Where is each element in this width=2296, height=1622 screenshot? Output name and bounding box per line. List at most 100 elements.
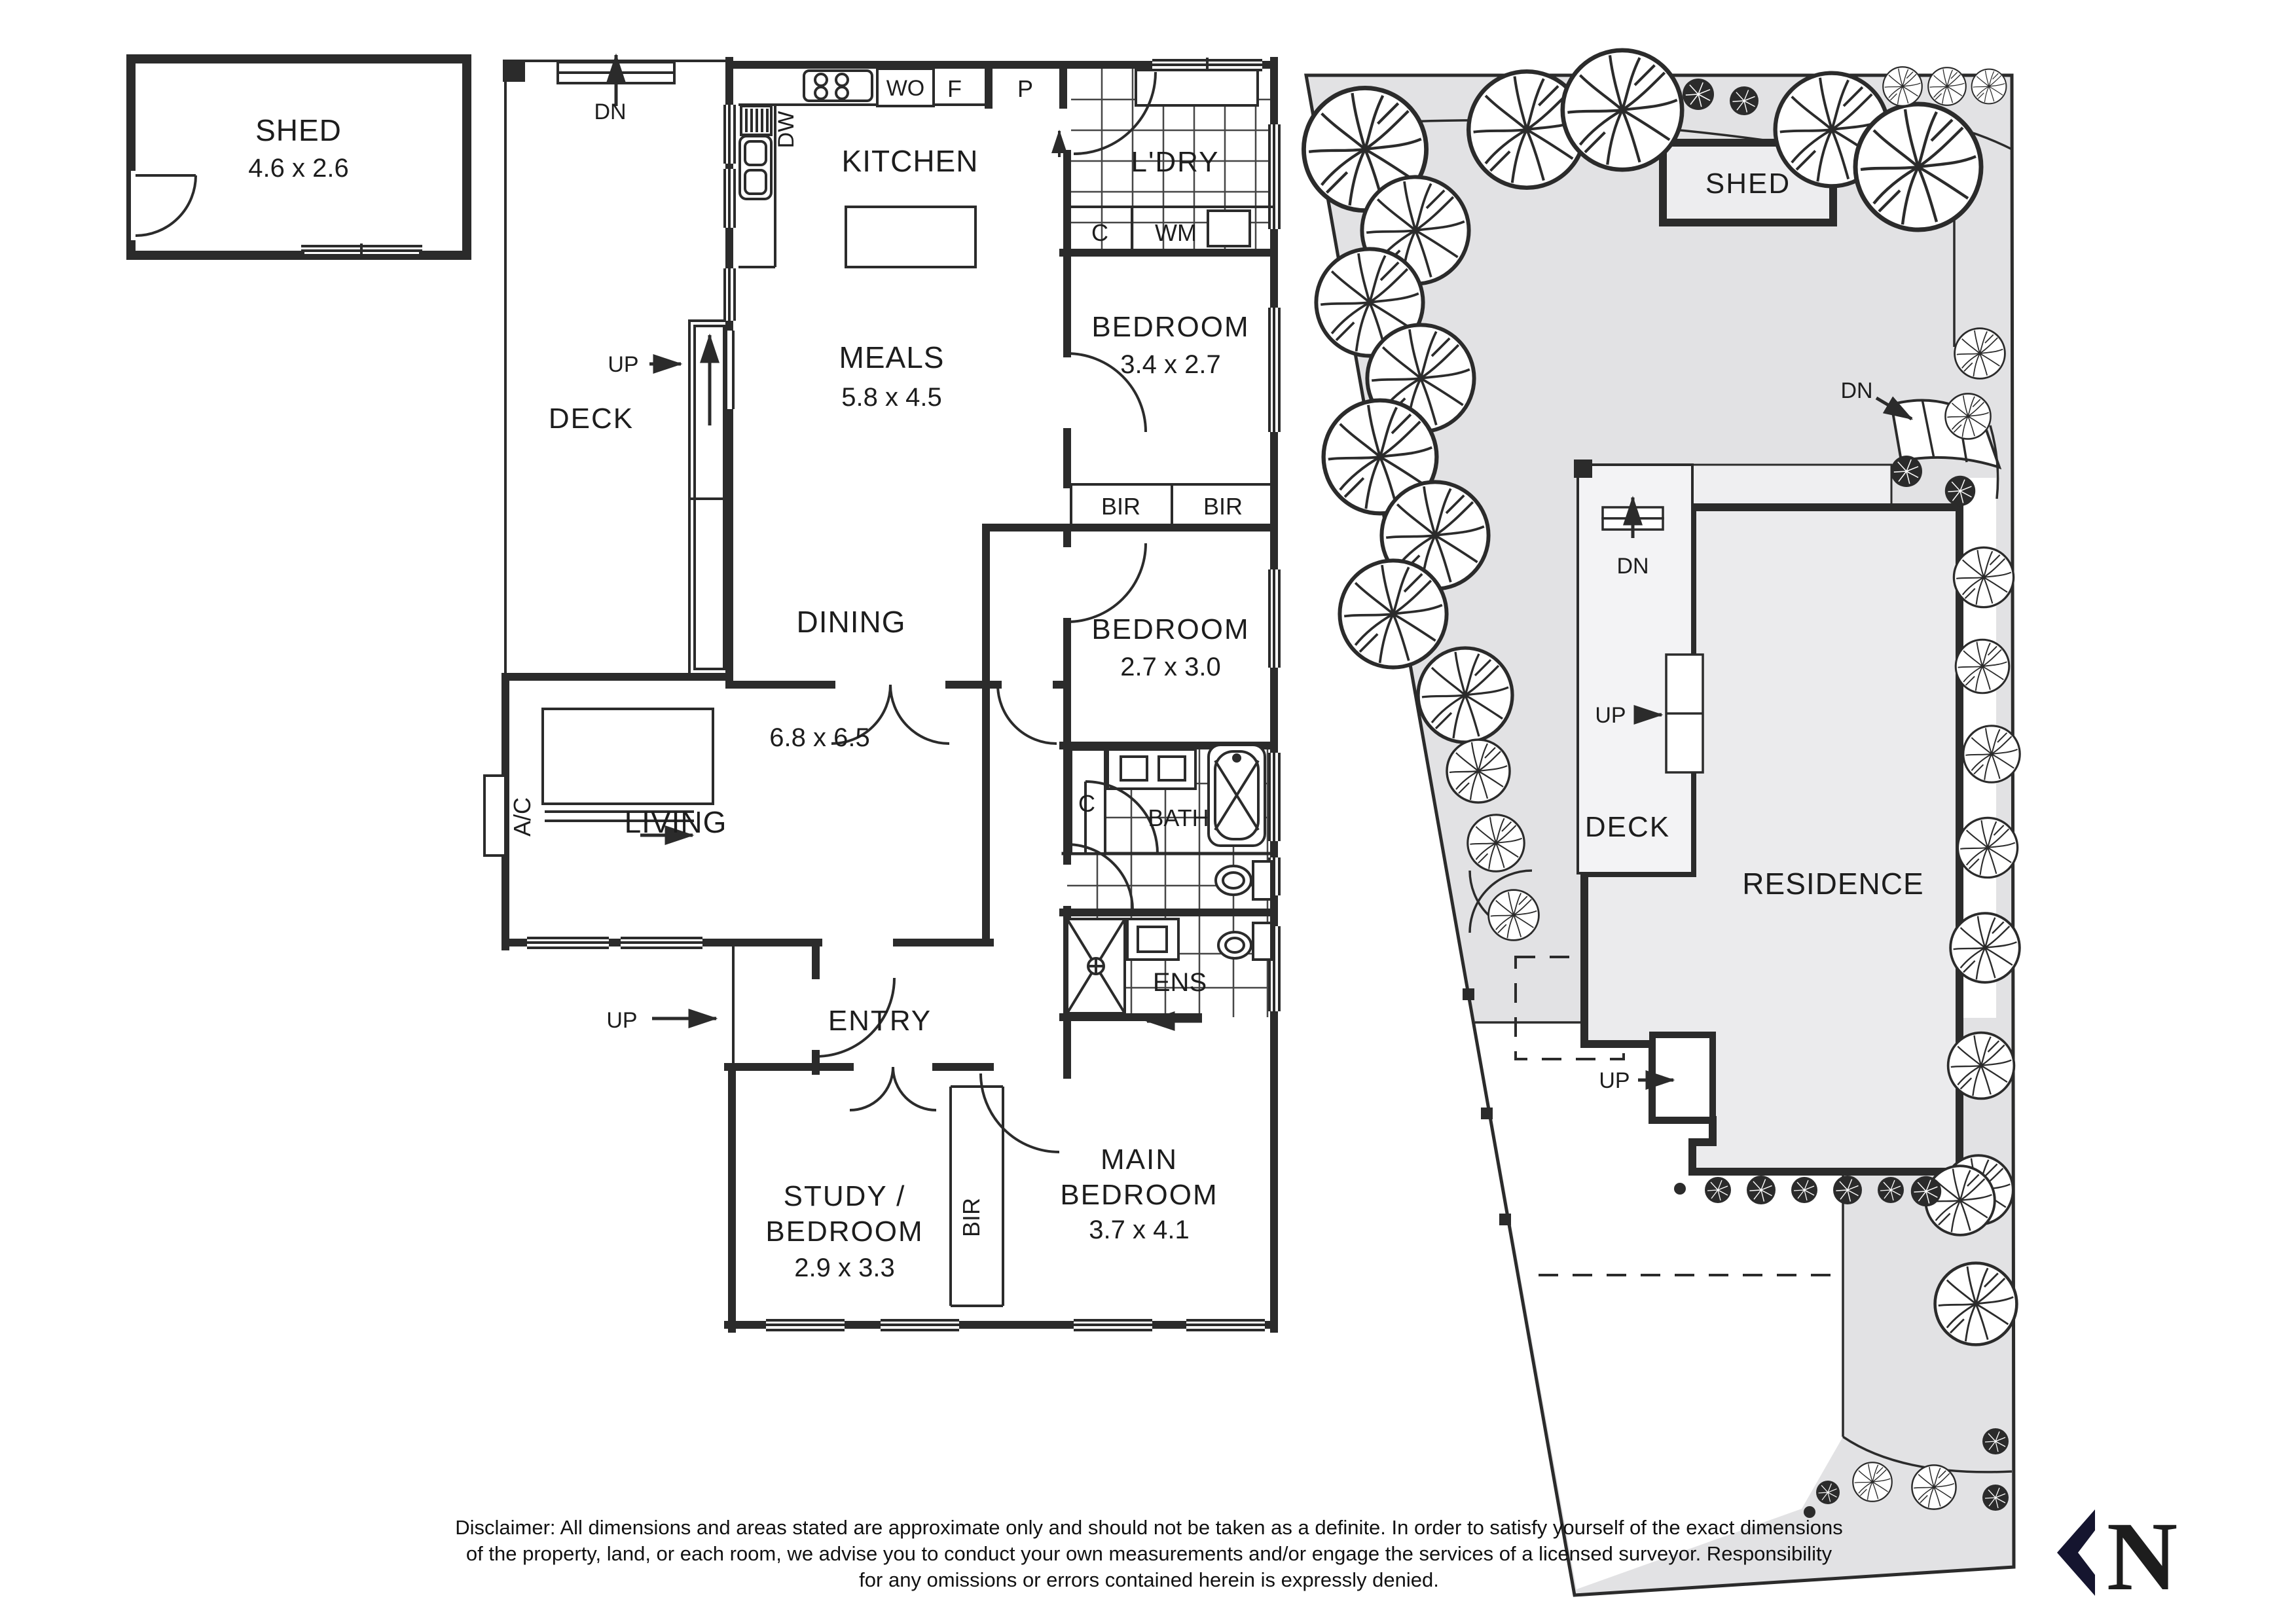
bush-icon	[1832, 1175, 1863, 1205]
disclaimer-line3: for any omissions or errors contained he…	[859, 1568, 1439, 1591]
tree-icon	[1927, 67, 1967, 106]
bush-icon	[1982, 1428, 2009, 1455]
fp-ens-label: ENS	[1153, 968, 1207, 997]
toilet-icon	[1252, 922, 1273, 961]
bush-icon	[1944, 475, 1976, 507]
fp-doors	[815, 71, 1159, 1153]
site-plan: SHED DN DN UP DECK RESIDENCE UP	[1303, 50, 2021, 1597]
fp-main-label2: BEDROOM	[1060, 1179, 1218, 1211]
fp-bir-study-label: BIR	[958, 1198, 985, 1237]
tree-icon	[1944, 393, 1992, 440]
bush-icon	[1746, 1175, 1776, 1205]
fp-dn-label: DN	[594, 99, 626, 124]
fp-f-label: F	[947, 75, 962, 102]
fp-deck-label: DECK	[549, 403, 634, 435]
site-dn-label: DN	[1840, 378, 1872, 403]
wall-oven-icon	[876, 67, 935, 107]
site-deck-stairs	[1665, 653, 1704, 774]
fp-study-dims: 2.9 x 3.3	[794, 1253, 894, 1282]
fp-linen-label: C	[1078, 790, 1095, 817]
fp-bedroom2-label: BEDROOM	[1091, 311, 1249, 343]
fp-study-label2: BEDROOM	[765, 1216, 923, 1248]
disclaimer-line2: of the property, land, or each room, we …	[466, 1542, 1832, 1565]
tree-icon	[1962, 725, 2021, 784]
fp-walls	[501, 57, 1278, 1333]
site-deck-corner	[1574, 460, 1592, 478]
fp-living-label: LIVING	[625, 805, 727, 839]
fp-main-dims: 3.7 x 4.1	[1089, 1216, 1189, 1244]
fp-laundry-label: L'DRY	[1131, 146, 1220, 178]
fp-kitchen-label: KITCHEN	[842, 144, 979, 178]
site-porch	[1649, 1032, 1716, 1123]
site-trees	[1303, 50, 2021, 1518]
tree-icon	[1855, 104, 1981, 230]
tree-icon	[1949, 912, 2021, 984]
tree-icon	[1418, 648, 1512, 742]
tree-icon	[1446, 738, 1511, 804]
fp-dw-label: DW	[774, 111, 799, 149]
sink-icon	[738, 135, 773, 200]
tree-icon	[1954, 327, 2006, 380]
compass: N	[2057, 1502, 2178, 1611]
fence-posts	[1463, 988, 1511, 1225]
tree-icon	[1563, 50, 1682, 170]
tree-icon	[1935, 1263, 2017, 1345]
site-porch-up-label: UP	[1599, 1068, 1630, 1093]
tree-icon	[1952, 546, 2015, 609]
site-north-path	[1691, 463, 1893, 509]
floor-plan: SHED 4.6 x 2.6	[126, 53, 1281, 1333]
tree-icon	[1971, 68, 2007, 105]
bush-icon	[1815, 1480, 1840, 1505]
site-dn-arrow	[1875, 396, 1914, 421]
site-deck-up-label: UP	[1595, 703, 1626, 728]
bush-icon	[1729, 86, 1759, 116]
fp-up-label: UP	[608, 352, 638, 377]
disclaimer-line1: Disclaimer: All dimensions and areas sta…	[455, 1516, 1843, 1539]
living-unit	[541, 708, 714, 805]
fp-bir1-label: BIR	[1101, 493, 1140, 520]
fp-bedroom3-label: BEDROOM	[1091, 613, 1249, 645]
bush-icon	[1910, 1176, 1942, 1207]
site-dashed-lines	[1514, 956, 1843, 1276]
tree-icon	[1339, 560, 1446, 667]
fp-entry-up-label: UP	[606, 1008, 637, 1033]
bush-icon	[1890, 455, 1923, 488]
fp-shed-dims: 4.6 x 2.6	[248, 154, 348, 183]
bush-icon	[1704, 1176, 1732, 1204]
north-arrow-icon	[2057, 1509, 2095, 1596]
fp-meals-label: MEALS	[839, 340, 945, 374]
fp-dining-label: DINING	[797, 605, 906, 639]
bush-icon	[1982, 1484, 2009, 1511]
site-boundary	[1304, 73, 2016, 1597]
fp-study-label1: STUDY /	[784, 1180, 906, 1212]
fp-thin-lines	[732, 103, 1274, 1307]
fp-bir2-label: BIR	[1203, 493, 1243, 520]
disclaimer: Disclaimer: All dimensions and areas sta…	[455, 1516, 1843, 1591]
fp-bedroom2-dims: 3.4 x 2.7	[1120, 350, 1220, 379]
island-bench	[845, 206, 977, 268]
fp-bedroom3-dims: 2.7 x 3.0	[1120, 653, 1220, 681]
fp-fixtures	[483, 67, 1273, 1015]
tree-icon	[1954, 638, 2011, 694]
fp-living-dims: 6.8 x 6.5	[769, 723, 869, 752]
fp-c-label: C	[1091, 219, 1108, 246]
fp-shed-label: SHED	[255, 113, 342, 147]
fp-p-label: P	[1017, 75, 1033, 102]
fp-ac-label: A/C	[509, 797, 536, 837]
fp-wo-label: WO	[886, 76, 925, 101]
tree-icon	[1882, 66, 1923, 107]
tree-icon	[1487, 889, 1540, 941]
fp-main-label1: MAIN	[1101, 1144, 1178, 1176]
fp-deck-corner	[503, 60, 525, 82]
shrub-dot	[1674, 1183, 1686, 1195]
fp-wm-label: WM	[1155, 219, 1197, 246]
site-residence-label: RESIDENCE	[1742, 867, 1923, 901]
tree-icon	[1911, 1464, 1957, 1510]
shrub-dot	[1804, 1506, 1815, 1518]
fp-bath-label: BATH	[1148, 804, 1209, 831]
bath-cupboard	[1070, 748, 1106, 855]
site-deck-label: DECK	[1585, 811, 1670, 843]
north-label: N	[2107, 1502, 2178, 1611]
bush-icon	[1682, 78, 1715, 111]
